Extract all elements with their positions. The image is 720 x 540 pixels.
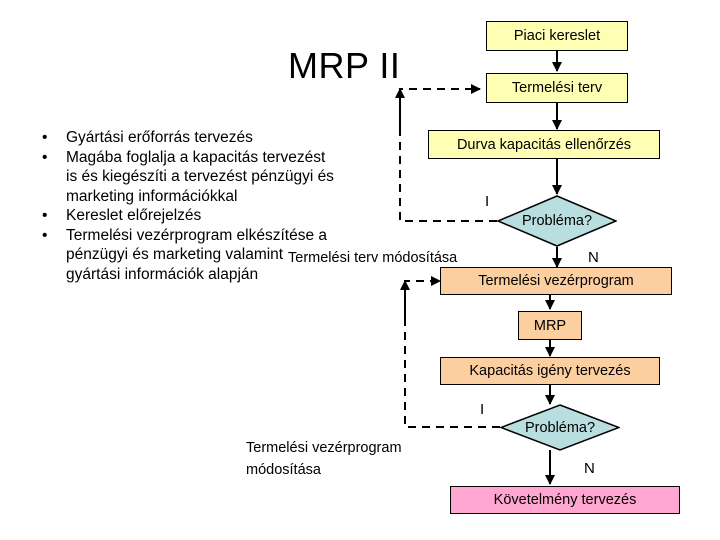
flow-node-termelesi-vezerprogram: Termelési vezérprogram xyxy=(440,267,672,295)
flow-node-label: Durva kapacitás ellenőrzés xyxy=(456,136,632,153)
flow-node-label: Követelmény tervezés xyxy=(493,492,637,508)
branch-label-problema2-no: N xyxy=(584,460,595,477)
flow-node-label: MRP xyxy=(533,317,567,334)
flow-node-termelesi-terv: Termelési terv xyxy=(486,73,628,103)
list-item-text: Kereslet előrejelzés xyxy=(66,207,202,224)
diamond-shape xyxy=(500,404,620,451)
flow-node-label: Probléma? xyxy=(524,419,596,436)
bullet-list: • Gyártási erőforrás tervezés • Magába f… xyxy=(34,128,334,284)
flow-node-mrp: MRP xyxy=(518,311,582,340)
list-item: • Magába foglalja a kapacitás tervezést … xyxy=(34,148,334,207)
feedback-label-loop-2-line1: Termelési vezérprogram xyxy=(246,440,402,456)
branch-label-problema1-yes: I xyxy=(485,193,490,210)
flow-node-problema-1: Probléma? xyxy=(497,195,617,247)
list-item-text: Termelési vezérprogram elkészítése a pén… xyxy=(66,226,328,283)
list-item-text: Magába foglalja a kapacitás tervezést is… xyxy=(66,148,334,205)
flow-node-kapacitas-igeny-tervezes: Kapacitás igény tervezés xyxy=(440,357,660,385)
list-item-text: Gyártási erőforrás tervezés xyxy=(66,129,253,146)
feedback-label-loop-1: Termelési terv módosítása xyxy=(288,250,458,266)
bullet-marker: • xyxy=(42,226,48,244)
flow-node-label: Termelési vezérprogram xyxy=(478,273,634,289)
feedback-loop-2 xyxy=(404,276,500,428)
bullet-marker: • xyxy=(42,207,48,224)
feedback-label-loop-2-line2: módosítása xyxy=(246,462,321,478)
list-item: • Termelési vezérprogram elkészítése a p… xyxy=(34,226,334,285)
bullet-marker: • xyxy=(42,129,48,146)
flow-node-label: Probléma? xyxy=(521,213,593,229)
page-title: MRP II xyxy=(288,45,401,86)
flow-node-piaci-kereslet: Piaci kereslet xyxy=(486,21,628,51)
branch-label-problema1-no: N xyxy=(588,249,599,266)
flow-node-kovetelmeny-tervezes: Követelmény tervezés xyxy=(450,486,680,514)
diamond-shape xyxy=(497,195,617,247)
flow-node-durva-kapacitas-ellenorzes: Durva kapacitás ellenőrzés xyxy=(428,130,660,159)
flow-node-label: Termelési terv xyxy=(511,80,603,96)
bullet-marker: • xyxy=(42,148,48,166)
list-item: • Kereslet előrejelzés xyxy=(34,206,334,226)
list-item: • Gyártási erőforrás tervezés xyxy=(34,128,334,148)
flow-node-label: Kapacitás igény tervezés xyxy=(469,363,631,379)
flow-node-label: Piaci kereslet xyxy=(513,28,601,44)
branch-label-problema2-yes: I xyxy=(480,401,485,418)
flow-node-problema-2: Probléma? xyxy=(500,404,620,451)
